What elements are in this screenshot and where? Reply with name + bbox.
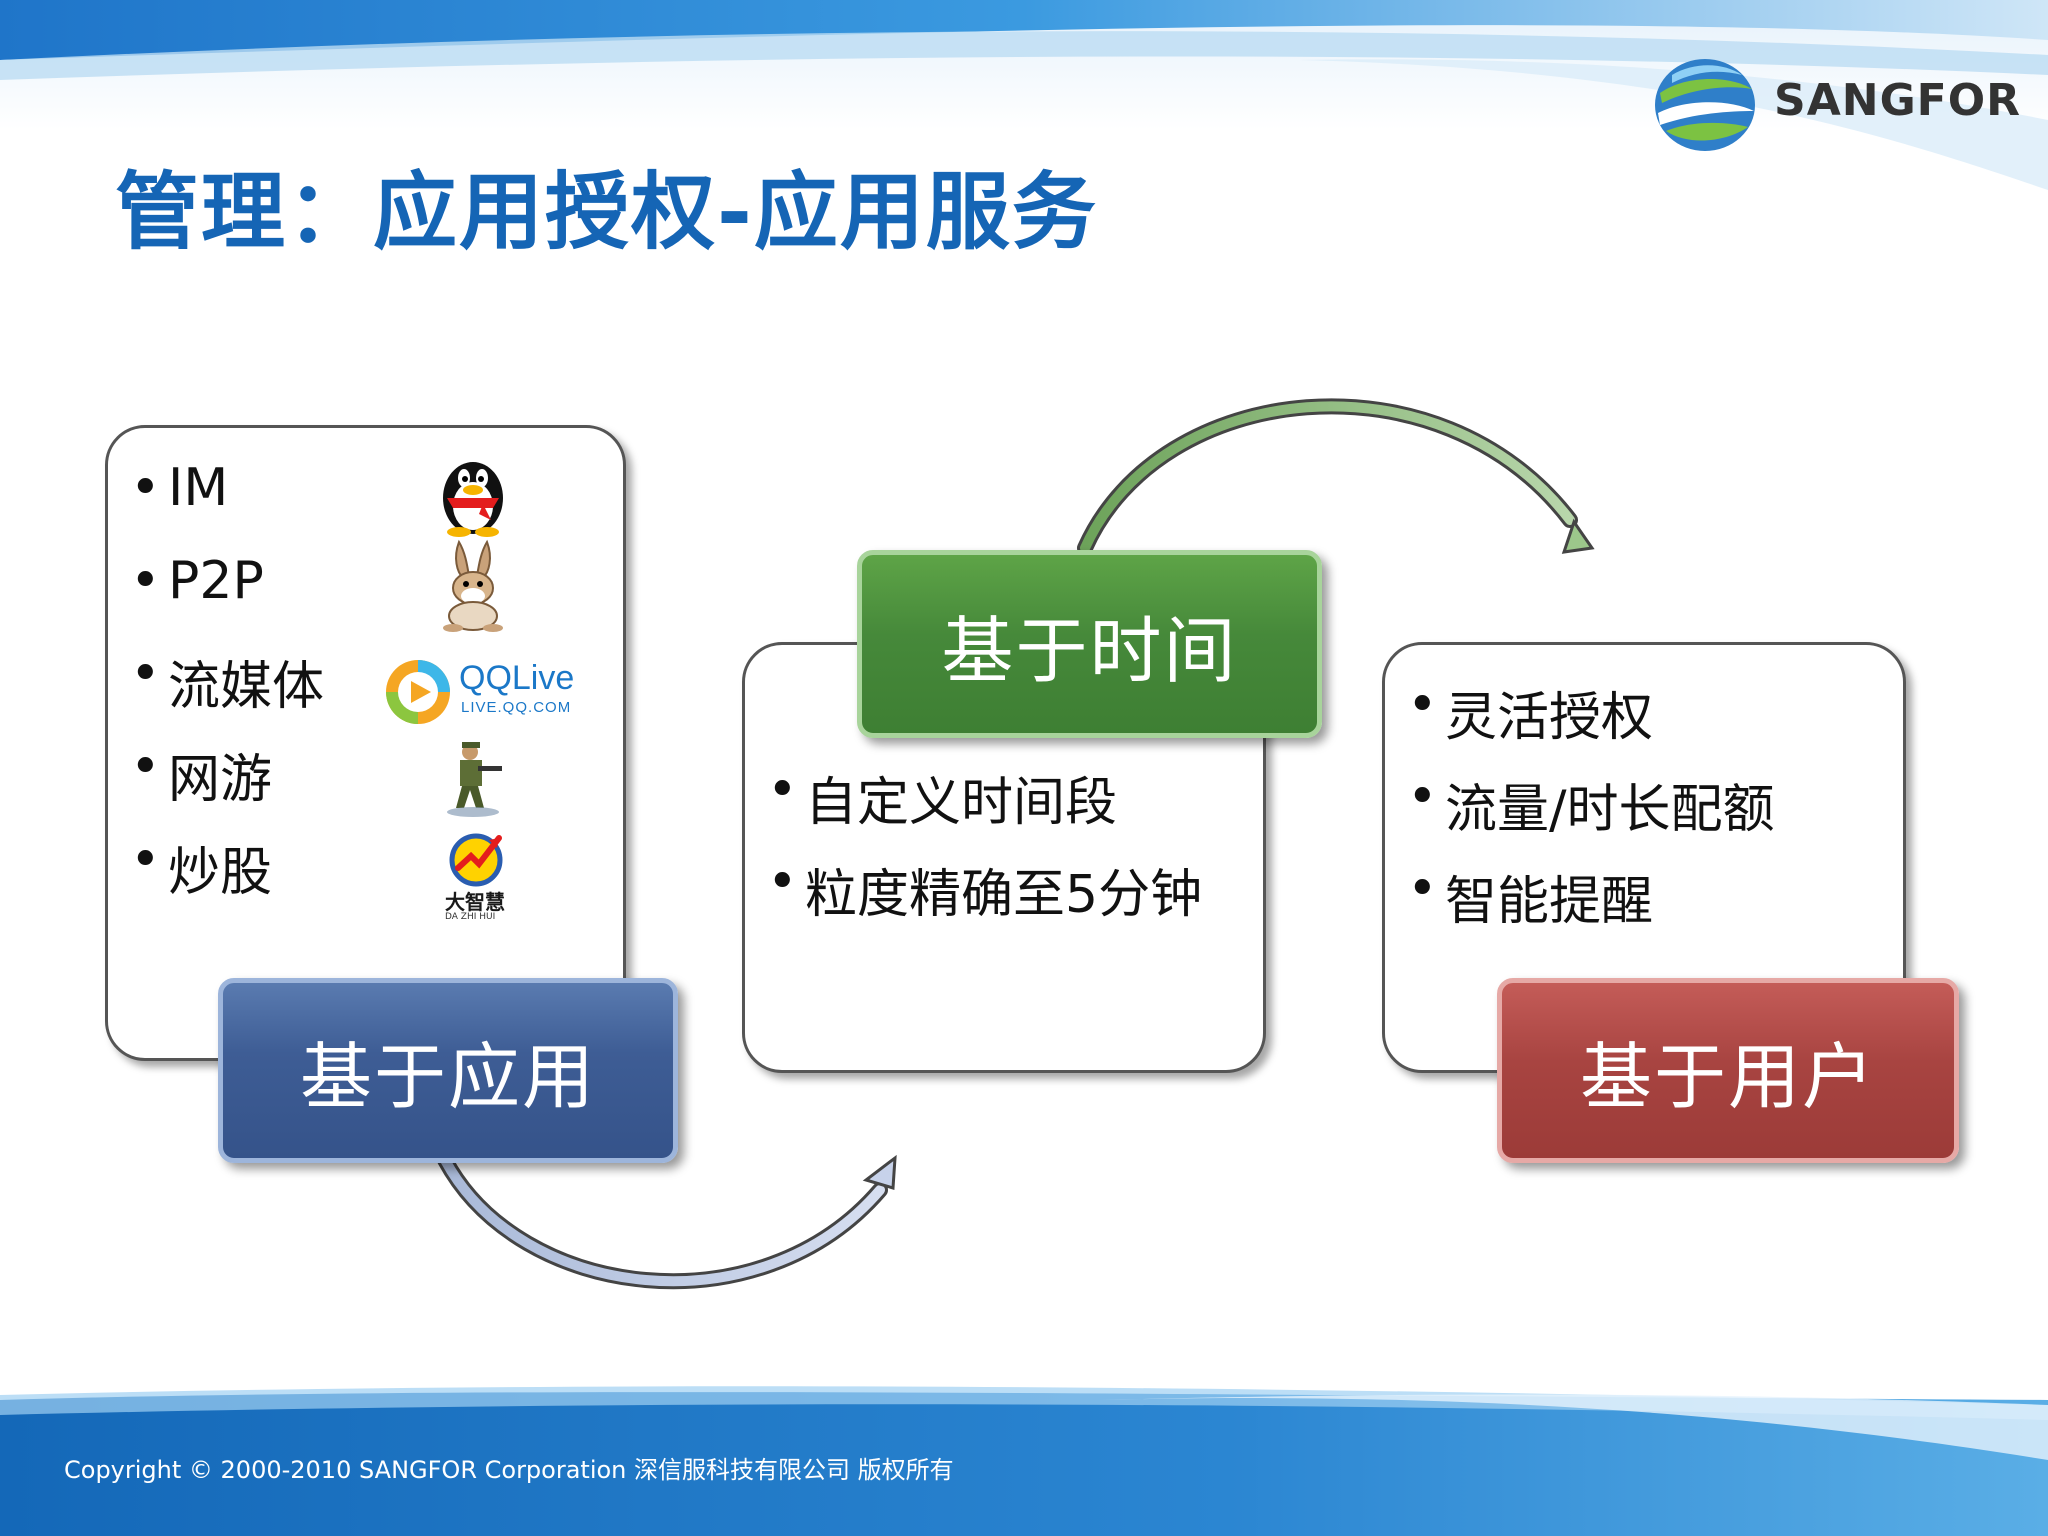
logo-text: SANGFOR xyxy=(1774,75,2022,126)
time-based-label: 基于时间 xyxy=(857,550,1322,738)
application-based-label: 基于应用 xyxy=(218,978,678,1163)
qq-penguin-icon xyxy=(443,462,503,537)
qqlive-subtext: LIVE.QQ.COM xyxy=(461,699,572,716)
list-item: 流媒体 xyxy=(130,644,324,737)
qqlive-text: QQLive xyxy=(459,659,575,697)
application-card: IM P2P 流媒体 网游 炒股 xyxy=(105,425,626,1061)
list-item: IM xyxy=(130,458,324,551)
qqlive-icon: QQLive LIVE.QQ.COM xyxy=(383,653,583,733)
user-based-label: 基于用户 xyxy=(1497,978,1959,1163)
list-item: 网游 xyxy=(130,737,324,830)
application-list: IM P2P 流媒体 网游 炒股 xyxy=(130,458,324,923)
list-item: 灵活授权 xyxy=(1407,675,1775,767)
arrow-application-to-time xyxy=(437,1152,897,1290)
list-item: 智能提醒 xyxy=(1407,859,1775,951)
dazhihui-chart-icon xyxy=(449,833,503,887)
footer-copyright: Copyright © 2000-2010 SANGFOR Corporatio… xyxy=(64,1456,954,1484)
dazhihui-text: 大智慧 xyxy=(445,890,505,914)
list-item: 粒度精确至5分钟 xyxy=(767,852,1202,944)
list-item: 流量/时长配额 xyxy=(1407,767,1775,859)
sangfor-globe-icon xyxy=(1655,59,1755,151)
list-item: P2P xyxy=(130,551,324,644)
time-list: 自定义时间段 粒度精确至5分钟 xyxy=(767,760,1202,944)
emule-rabbit-icon xyxy=(443,539,503,632)
qqlive-play-icon xyxy=(386,660,450,724)
page-title: 管理：应用授权-应用服务 xyxy=(115,163,1098,261)
game-soldier-icon xyxy=(447,742,502,817)
list-item: 炒股 xyxy=(130,830,324,923)
dazhihui-subtext: DA ZHI HUI xyxy=(445,912,496,922)
arrow-time-to-user xyxy=(1077,398,1595,556)
sangfor-logo: SANGFOR xyxy=(1650,55,2020,155)
dazhihui-icon: 大智慧 DA ZHI HUI xyxy=(433,828,523,928)
user-list-items: 灵活授权 流量/时长配额 智能提醒 xyxy=(1407,675,1775,951)
list-item: 自定义时间段 xyxy=(767,760,1202,852)
